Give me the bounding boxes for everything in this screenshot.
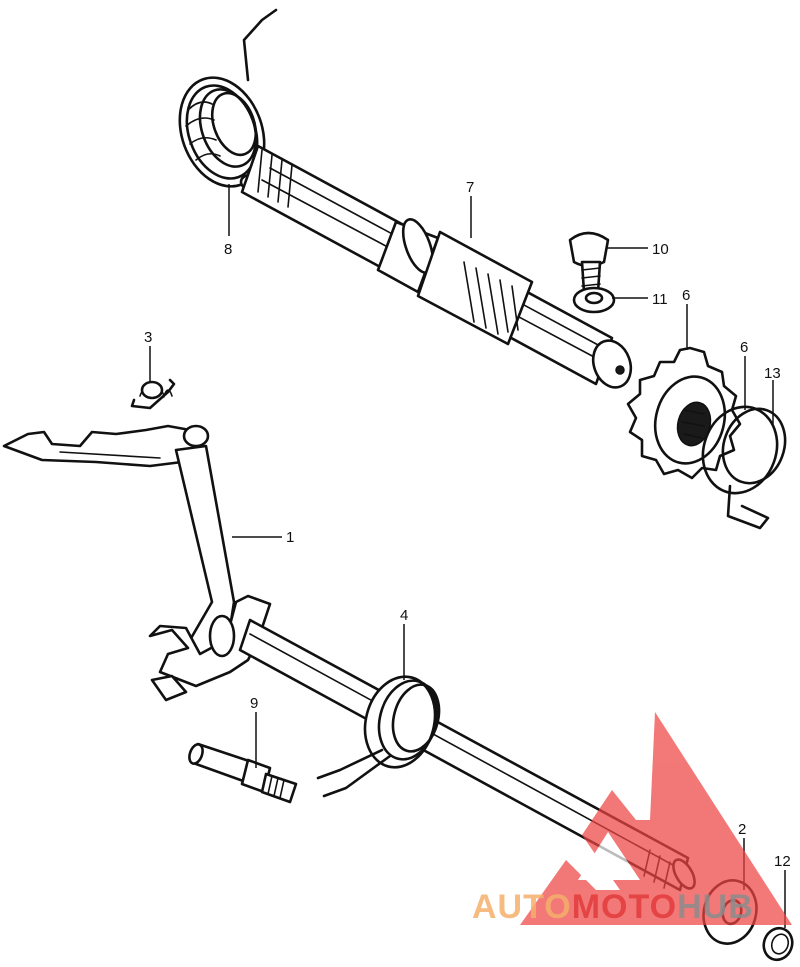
return-spring xyxy=(316,675,441,798)
callout-8: 8 xyxy=(224,241,232,258)
callout-2: 2 xyxy=(738,821,746,838)
callout-labels: 1 2 3 4 6 6 7 8 9 10 11 12 13 xyxy=(144,179,791,870)
callout-7: 7 xyxy=(466,179,474,196)
kick-starter-spindle xyxy=(240,144,633,389)
callout-1: 1 xyxy=(286,529,294,546)
leader-lines xyxy=(149,184,786,928)
tension-spring xyxy=(130,378,176,410)
circlip xyxy=(762,926,794,962)
friction-spring xyxy=(701,405,787,530)
callout-11: 11 xyxy=(652,291,668,308)
watermark-word-moto: MOTO xyxy=(572,888,677,926)
callout-12: 12 xyxy=(774,853,791,870)
stopper-pin xyxy=(188,742,298,804)
washer xyxy=(572,286,616,314)
svg-text:AUTOMOTOHUB: AUTOMOTOHUB xyxy=(472,888,754,926)
gearshift-arm xyxy=(2,424,272,702)
callout-10: 10 xyxy=(652,241,669,258)
callout-6-gear: 6 xyxy=(682,287,690,304)
callout-3: 3 xyxy=(144,329,152,346)
watermark-logo xyxy=(520,712,792,925)
watermark-text: AUTOMOTOHUB xyxy=(472,888,754,926)
watermark-word-auto: AUTO xyxy=(472,888,572,926)
kick-pinion-gear xyxy=(626,346,742,480)
callout-6-collar: 6 xyxy=(740,339,748,356)
callout-9: 9 xyxy=(250,695,258,712)
bolt xyxy=(568,231,610,294)
watermark-word-hub: HUB xyxy=(677,888,754,926)
callout-13: 13 xyxy=(764,365,781,382)
watermark-triangle-icon xyxy=(520,712,792,925)
callout-4: 4 xyxy=(400,607,408,624)
